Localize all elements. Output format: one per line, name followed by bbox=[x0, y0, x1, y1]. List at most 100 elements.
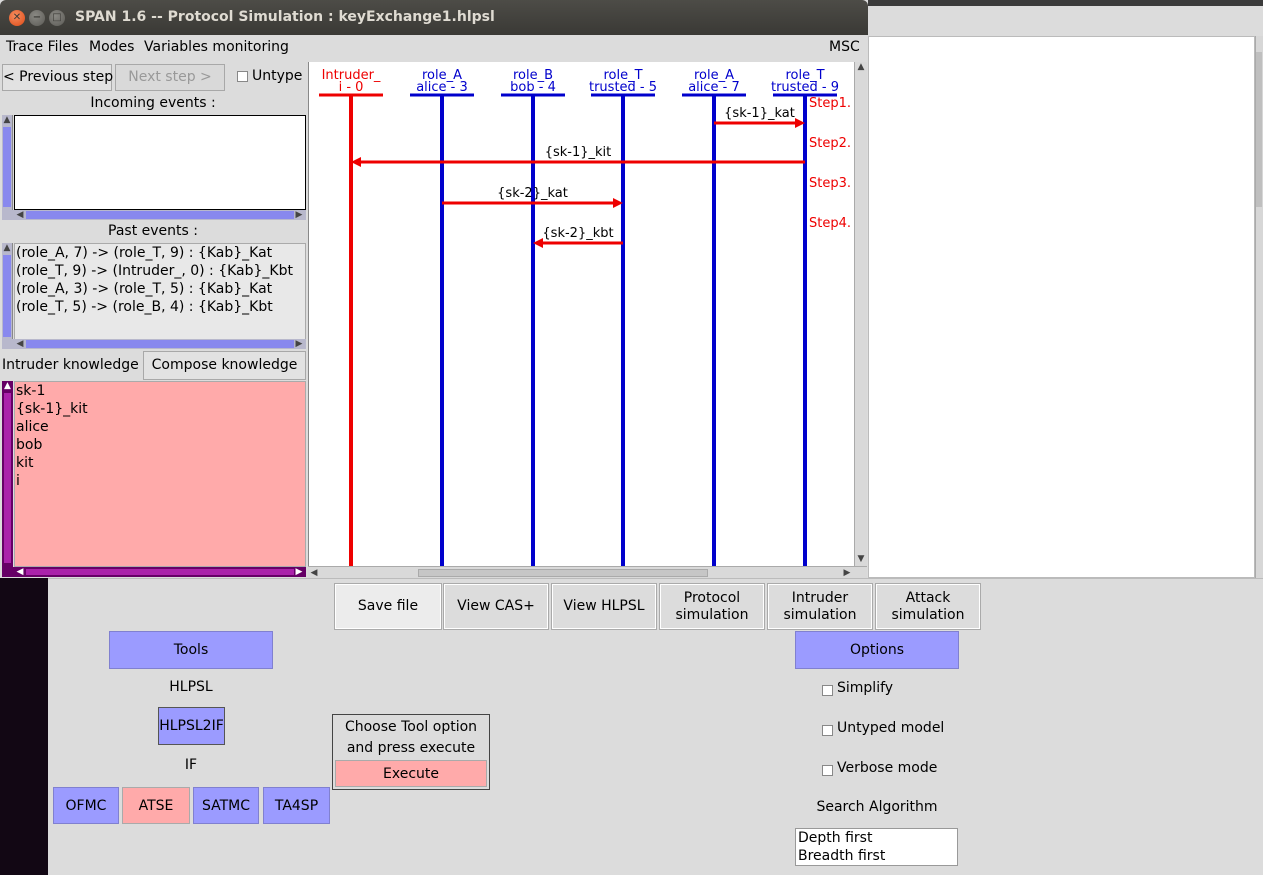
intruder-knowledge-vscroll[interactable]: ▲ bbox=[2, 381, 13, 567]
untype-label: Untype bbox=[252, 68, 303, 84]
previous-step-button[interactable]: < Previous step bbox=[2, 64, 113, 91]
lifeline-instance-label: i - 0 bbox=[339, 80, 364, 95]
lifeline-role-label: role_A bbox=[694, 68, 734, 83]
past-events-label: Past events : bbox=[108, 223, 198, 239]
search-option-breadth[interactable]: Breadth first bbox=[798, 848, 886, 864]
scroll-left-icon[interactable]: ◀ bbox=[16, 210, 24, 220]
past-events-list[interactable]: (role_A, 7) -> (role_T, 9) : {Kab}_Kat (… bbox=[14, 243, 306, 340]
untyped-model-label: Untyped model bbox=[837, 720, 945, 736]
background-scrollbar-thumb[interactable] bbox=[1256, 52, 1262, 207]
scroll-thumb[interactable] bbox=[3, 255, 11, 337]
scroll-right-icon[interactable]: ▶ bbox=[295, 567, 303, 577]
scroll-left-icon[interactable]: ◀ bbox=[16, 567, 24, 577]
scroll-up-icon[interactable]: ▲ bbox=[857, 62, 865, 72]
save-file-button[interactable]: Save file bbox=[334, 583, 442, 630]
scroll-thumb[interactable] bbox=[418, 569, 708, 577]
search-algorithm-list[interactable]: Depth first Breadth first bbox=[795, 828, 958, 866]
protocol-simulation-button[interactable]: Protocol simulation bbox=[659, 583, 765, 630]
next-step-button[interactable]: Next step > bbox=[115, 64, 225, 91]
scroll-up-icon[interactable]: ▲ bbox=[3, 243, 11, 253]
menu-modes[interactable]: Modes bbox=[89, 39, 135, 55]
scroll-thumb[interactable] bbox=[3, 127, 11, 207]
menu-variables-monitoring[interactable]: Variables monitoring bbox=[144, 39, 289, 55]
scroll-thumb[interactable] bbox=[26, 340, 294, 348]
step-label: Step3. bbox=[809, 176, 851, 191]
lifeline-instance-label: alice - 7 bbox=[688, 80, 740, 95]
past-event-item[interactable]: (role_A, 7) -> (role_T, 9) : {Kab}_Kat bbox=[16, 245, 273, 261]
scroll-left-icon[interactable]: ◀ bbox=[310, 568, 318, 578]
message-arrowhead bbox=[351, 157, 361, 167]
knowledge-item[interactable]: alice bbox=[16, 419, 49, 435]
search-algorithm-label: Search Algorithm bbox=[816, 799, 938, 815]
knowledge-item[interactable]: i bbox=[16, 473, 20, 489]
incoming-events-label: Incoming events : bbox=[90, 95, 216, 111]
scroll-up-icon[interactable]: ▲ bbox=[4, 381, 11, 391]
search-option-depth[interactable]: Depth first bbox=[798, 830, 873, 846]
execute-box: Choose Tool option and press execute Exe… bbox=[332, 714, 490, 790]
scroll-left-icon[interactable]: ◀ bbox=[16, 339, 24, 349]
simplify-checkbox[interactable] bbox=[822, 685, 833, 696]
compose-knowledge-button[interactable]: Compose knowledge bbox=[143, 351, 306, 380]
past-event-item[interactable]: (role_T, 9) -> (Intruder_, 0) : {Kab}_Kb… bbox=[16, 263, 293, 279]
atse-button[interactable]: ATSE bbox=[122, 787, 190, 824]
scroll-thumb[interactable] bbox=[4, 393, 11, 563]
scroll-right-icon[interactable]: ▶ bbox=[843, 568, 851, 578]
msc-canvas[interactable] bbox=[308, 62, 854, 566]
message-label: {sk-2}_kat bbox=[497, 186, 568, 201]
title-bar: ✕ − □ SPAN 1.6 -- Protocol Simulation : … bbox=[0, 0, 868, 35]
intruder-knowledge-list[interactable]: sk-1 {sk-1}_kit alice bob kit i bbox=[14, 381, 306, 567]
scroll-up-icon[interactable]: ▲ bbox=[3, 115, 11, 125]
message-label: {sk-2}_kbt bbox=[542, 226, 613, 241]
scroll-thumb[interactable] bbox=[26, 569, 294, 575]
close-icon[interactable]: ✕ bbox=[9, 10, 25, 26]
window-title: SPAN 1.6 -- Protocol Simulation : keyExc… bbox=[75, 9, 495, 25]
knowledge-item[interactable]: kit bbox=[16, 455, 34, 471]
untyped-model-checkbox[interactable] bbox=[822, 725, 833, 736]
ofmc-button[interactable]: OFMC bbox=[53, 787, 119, 824]
view-hlpsl-button[interactable]: View HLPSL bbox=[551, 583, 657, 630]
past-events-vscroll[interactable]: ▲ bbox=[2, 243, 13, 340]
menu-msc[interactable]: MSC bbox=[829, 39, 860, 55]
lifeline-role-label: Intruder_ bbox=[322, 68, 381, 83]
incoming-events-vscroll[interactable]: ▲ bbox=[2, 115, 13, 211]
step-label: Step2. bbox=[809, 136, 851, 151]
verbose-mode-checkbox[interactable] bbox=[822, 765, 833, 776]
knowledge-item[interactable]: sk-1 bbox=[16, 383, 46, 399]
message-arrowhead bbox=[795, 118, 805, 128]
options-header: Options bbox=[795, 631, 959, 669]
attack-simulation-button[interactable]: Attack simulation bbox=[875, 583, 981, 630]
view-cas-button[interactable]: View CAS+ bbox=[443, 583, 549, 630]
simplify-label: Simplify bbox=[837, 680, 894, 696]
menu-trace-files[interactable]: Trace Files bbox=[6, 39, 79, 55]
msc-hscroll[interactable]: ◀ ▶ bbox=[308, 566, 867, 578]
lifeline-role-label: role_T bbox=[785, 68, 824, 83]
scroll-right-icon[interactable]: ▶ bbox=[295, 210, 303, 220]
msc-vscroll[interactable]: ▲ ▼ bbox=[854, 62, 867, 566]
satmc-button[interactable]: SATMC bbox=[193, 787, 259, 824]
scroll-right-icon[interactable]: ▶ bbox=[295, 339, 303, 349]
ta4sp-button[interactable]: TA4SP bbox=[263, 787, 330, 824]
lifeline-instance-label: alice - 3 bbox=[416, 80, 468, 95]
intruder-knowledge-hscroll[interactable]: ◀ ▶ bbox=[2, 567, 306, 577]
hlpsl2if-button[interactable]: HLPSL2IF bbox=[158, 707, 225, 745]
past-events-hscroll[interactable]: ◀ ▶ bbox=[2, 339, 306, 349]
scroll-down-icon[interactable]: ▼ bbox=[857, 554, 865, 564]
past-event-item[interactable]: (role_T, 5) -> (role_B, 4) : {Kab}_Kbt bbox=[16, 299, 273, 315]
lifeline-role-label: role_B bbox=[513, 68, 553, 83]
incoming-events-hscroll[interactable]: ◀ ▶ bbox=[2, 210, 306, 220]
past-event-item[interactable]: (role_A, 3) -> (role_T, 5) : {Kab}_Kat bbox=[16, 281, 273, 297]
message-label: {sk-1}_kit bbox=[545, 145, 612, 160]
incoming-events-list[interactable] bbox=[14, 115, 306, 210]
maximize-icon[interactable]: □ bbox=[49, 10, 65, 26]
minimize-icon[interactable]: − bbox=[29, 10, 45, 26]
intruder-simulation-button[interactable]: Intruder simulation bbox=[767, 583, 873, 630]
background-scrollbar[interactable] bbox=[1255, 36, 1263, 578]
step-label: Step4. bbox=[809, 216, 851, 231]
execute-button[interactable]: Execute bbox=[335, 760, 487, 787]
knowledge-item[interactable]: bob bbox=[16, 437, 43, 453]
hlpsl-label: HLPSL bbox=[169, 679, 213, 695]
knowledge-item[interactable]: {sk-1}_kit bbox=[16, 401, 88, 417]
message-arrowhead bbox=[613, 198, 623, 208]
untype-checkbox[interactable] bbox=[237, 71, 248, 82]
scroll-thumb[interactable] bbox=[26, 211, 294, 219]
